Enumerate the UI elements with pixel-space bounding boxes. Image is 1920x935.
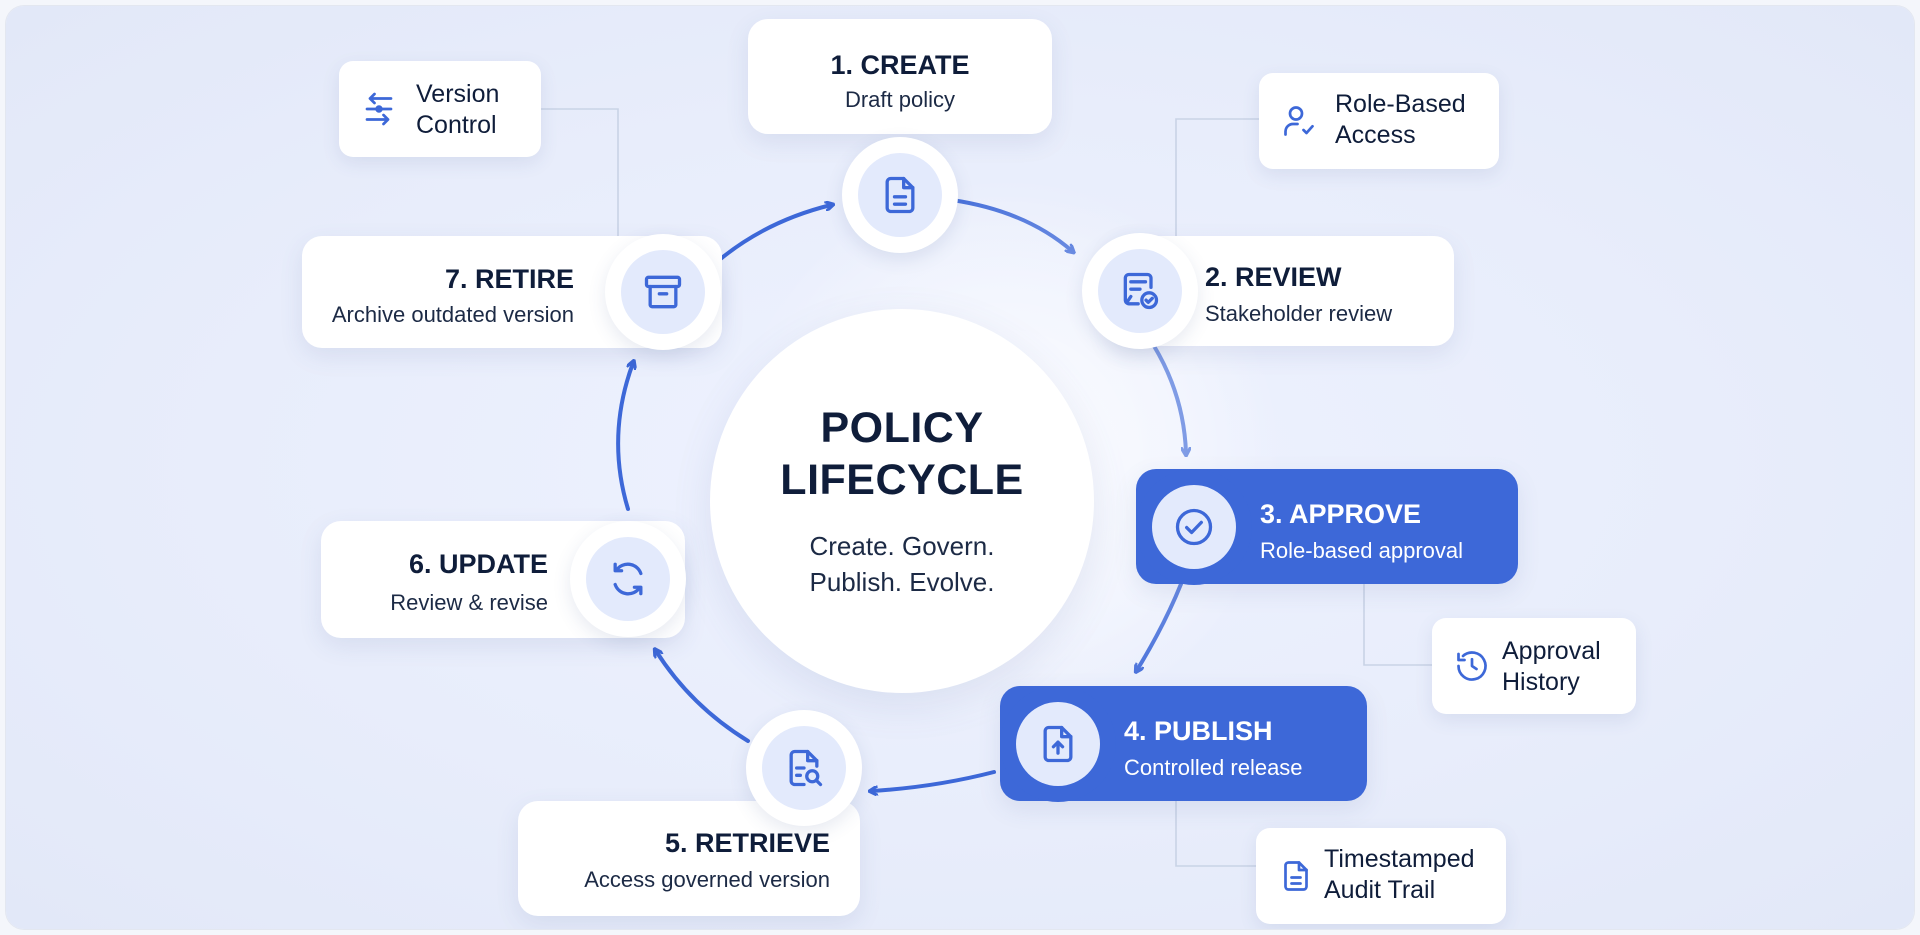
lifecycle-center: POLICY LIFECYCLE Create. Govern. Publish… <box>710 309 1094 693</box>
feature-audit-trail: Timestamped Audit Trail <box>1256 828 1506 924</box>
feature-audit-trail-line1: Timestamped <box>1324 845 1475 873</box>
arrow-publish-to-retrieve <box>872 770 996 791</box>
check-circle-icon <box>1175 508 1213 546</box>
feature-version-control: Version Control <box>339 61 541 157</box>
stage-retire-subtitle: Archive outdated version <box>331 302 574 327</box>
stage-approve-badge <box>1136 469 1252 585</box>
feature-version-control-line2: Control <box>416 111 497 139</box>
center-tagline-line1: Create. Govern. <box>809 531 995 561</box>
stage-retrieve-subtitle: Access governed version <box>584 867 830 892</box>
stage-update-badge <box>570 521 686 637</box>
diagram-canvas: POLICY LIFECYCLE Create. Govern. Publish… <box>6 6 1914 929</box>
feature-version-control-line1: Version <box>416 80 500 108</box>
center-tagline-line2: Publish. Evolve. <box>809 567 995 597</box>
feature-audit-trail-label: Timestamped Audit Trail <box>1324 844 1475 906</box>
user-check-icon <box>1284 106 1314 136</box>
arrow-retrieve-to-update <box>656 651 750 743</box>
stage-update-title: 6. UPDATE <box>408 549 548 579</box>
stage-publish-title: 4. PUBLISH <box>1124 716 1273 746</box>
history-icon <box>1457 651 1487 681</box>
feature-approval-history-line2: History <box>1502 668 1580 696</box>
stage-create-card: 1. CREATE Draft policy <box>748 19 1052 134</box>
stage-create-badge <box>842 137 958 253</box>
center-title: POLICY LIFECYCLE <box>780 402 1023 506</box>
arrow-retire-to-create <box>716 205 831 263</box>
stage-retrieve-badge <box>746 710 862 826</box>
feature-version-control-label: Version Control <box>416 79 499 141</box>
center-title-line2: LIFECYCLE <box>780 456 1024 504</box>
feature-approval-history-line1: Approval <box>1502 637 1601 665</box>
stage-review-subtitle: Stakeholder review <box>1205 301 1393 326</box>
feature-role-based-access: Role-Based Access <box>1259 73 1499 169</box>
stage-retire-title: 7. RETIRE <box>444 264 574 294</box>
stage-approve-title: 3. APPROVE <box>1260 499 1422 529</box>
center-tagline: Create. Govern. Publish. Evolve. <box>810 528 995 600</box>
stage-review-title: 2. REVIEW <box>1205 262 1342 292</box>
review-check-icon <box>1123 272 1159 310</box>
stage-update-subtitle: Review & revise <box>390 590 548 615</box>
archive-box-icon <box>644 275 682 309</box>
stage-publish-badge <box>1000 686 1116 802</box>
document-lines-icon <box>1284 861 1308 891</box>
stage-retire-badge <box>605 234 721 350</box>
feature-audit-trail-line2: Audit Trail <box>1324 876 1436 904</box>
sliders-arrows-icon <box>365 92 393 126</box>
upload-document-icon <box>1043 725 1073 763</box>
stage-create-title: 1. CREATE <box>830 50 970 80</box>
stage-approve-subtitle: Role-based approval <box>1260 538 1464 563</box>
arrow-update-to-retire <box>616 363 633 511</box>
stage-create-subtitle: Draft policy <box>844 87 956 112</box>
feature-approval-history: Approval History <box>1432 618 1636 714</box>
stage-review-badge <box>1082 233 1198 349</box>
feature-approval-history-label: Approval History <box>1502 636 1601 698</box>
document-search-icon <box>789 749 823 787</box>
feature-role-based-access-line2: Access <box>1335 121 1416 149</box>
feature-role-based-access-line1: Role-Based <box>1335 90 1466 118</box>
stage-retrieve-title: 5. RETRIEVE <box>664 828 830 858</box>
feature-role-based-access-label: Role-Based Access <box>1335 89 1466 151</box>
stage-publish-subtitle: Controlled release <box>1124 755 1303 780</box>
refresh-icon <box>613 562 643 596</box>
center-title-line1: POLICY <box>820 404 984 452</box>
document-icon <box>885 176 915 214</box>
